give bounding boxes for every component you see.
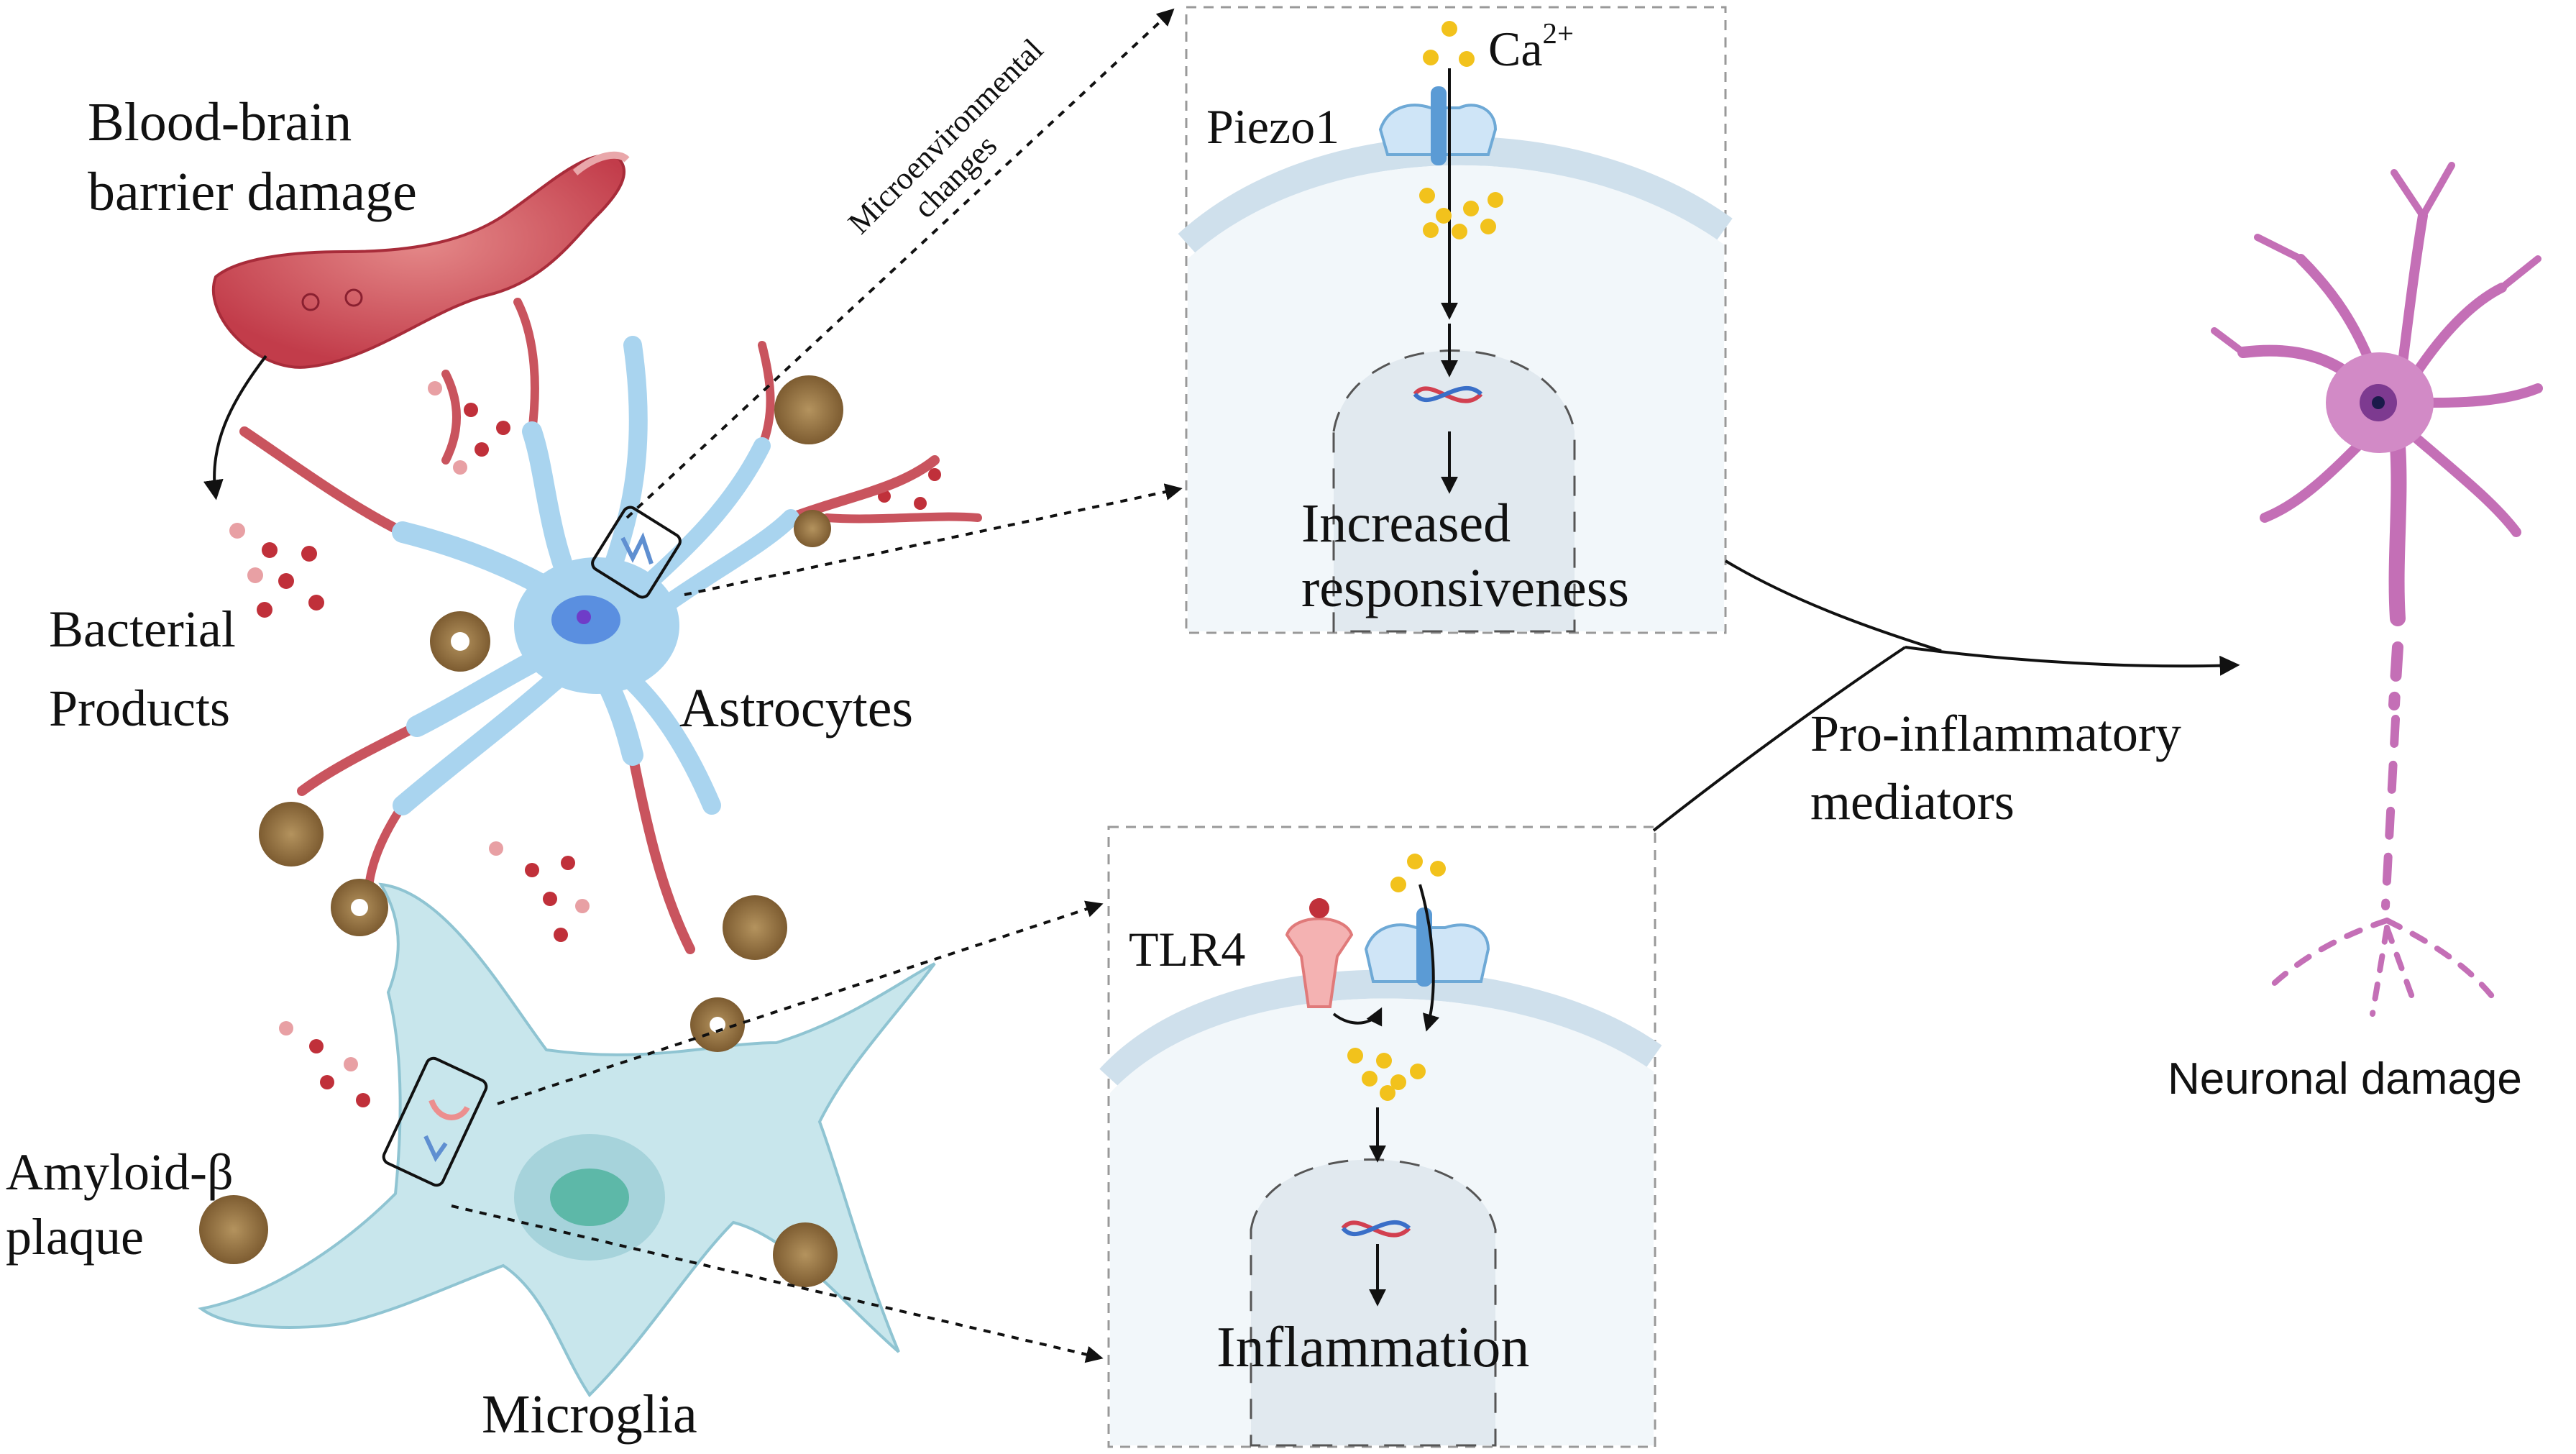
increased-label-line2: responsiveness <box>1301 558 1629 618</box>
converging-arrow <box>1652 559 2240 832</box>
piezo1-panel <box>1178 6 1733 634</box>
astrocyte-receptor-callout <box>591 506 682 599</box>
dashed-connectors <box>451 8 1183 1363</box>
tlr4-label: TLR4 <box>1129 922 1246 977</box>
vessel-to-bacteria-arrow <box>203 355 267 500</box>
dna-icon-top <box>1413 385 1483 403</box>
neuron-soma <box>2326 352 2434 453</box>
neuronal-damage-label: Neuronal damage <box>2168 1054 2522 1104</box>
astrocytes-label: Astrocytes <box>679 678 914 739</box>
calcium-symbol: Ca <box>1488 22 1543 76</box>
amyloid-plaques <box>199 375 843 1287</box>
calcium-ions-top <box>1419 21 1503 239</box>
tlr4-receptor <box>1285 898 1354 1008</box>
microglia-receptor-callout <box>382 1056 488 1187</box>
bacterial-label-line2: Products <box>49 680 230 737</box>
bacterial-label-line1: Bacterial <box>49 600 236 658</box>
microglia-cell <box>198 882 936 1398</box>
dna-icon-bottom <box>1341 1220 1411 1238</box>
microglia-label: Microglia <box>482 1384 697 1445</box>
pro-inflammatory-label-line2: mediators <box>1810 773 2014 831</box>
tlr4-panel <box>1099 826 1662 1448</box>
neuron-cell <box>2211 162 2543 1017</box>
amyloid-label-line1: Amyloid-β <box>6 1143 234 1201</box>
increased-label-line1: Increased <box>1301 493 1511 554</box>
bbb-label-line2: barrier damage <box>88 162 417 222</box>
astrocyte-cell <box>239 298 982 954</box>
bacterial-products-dots <box>229 381 941 1107</box>
pro-inflammatory-label-line1: Pro-inflammatory <box>1810 705 2181 762</box>
bbb-label-line1: Blood-brain <box>88 92 352 152</box>
blood-vessel <box>211 151 630 369</box>
calcium-ions-bottom <box>1347 854 1446 1101</box>
piezo1-label: Piezo1 <box>1206 99 1340 154</box>
calcium-charge: 2+ <box>1542 17 1574 50</box>
inflammation-label: Inflammation <box>1216 1316 1530 1379</box>
calcium-label: Ca2+ <box>1488 17 1574 76</box>
amyloid-label-line2: plaque <box>6 1208 144 1266</box>
